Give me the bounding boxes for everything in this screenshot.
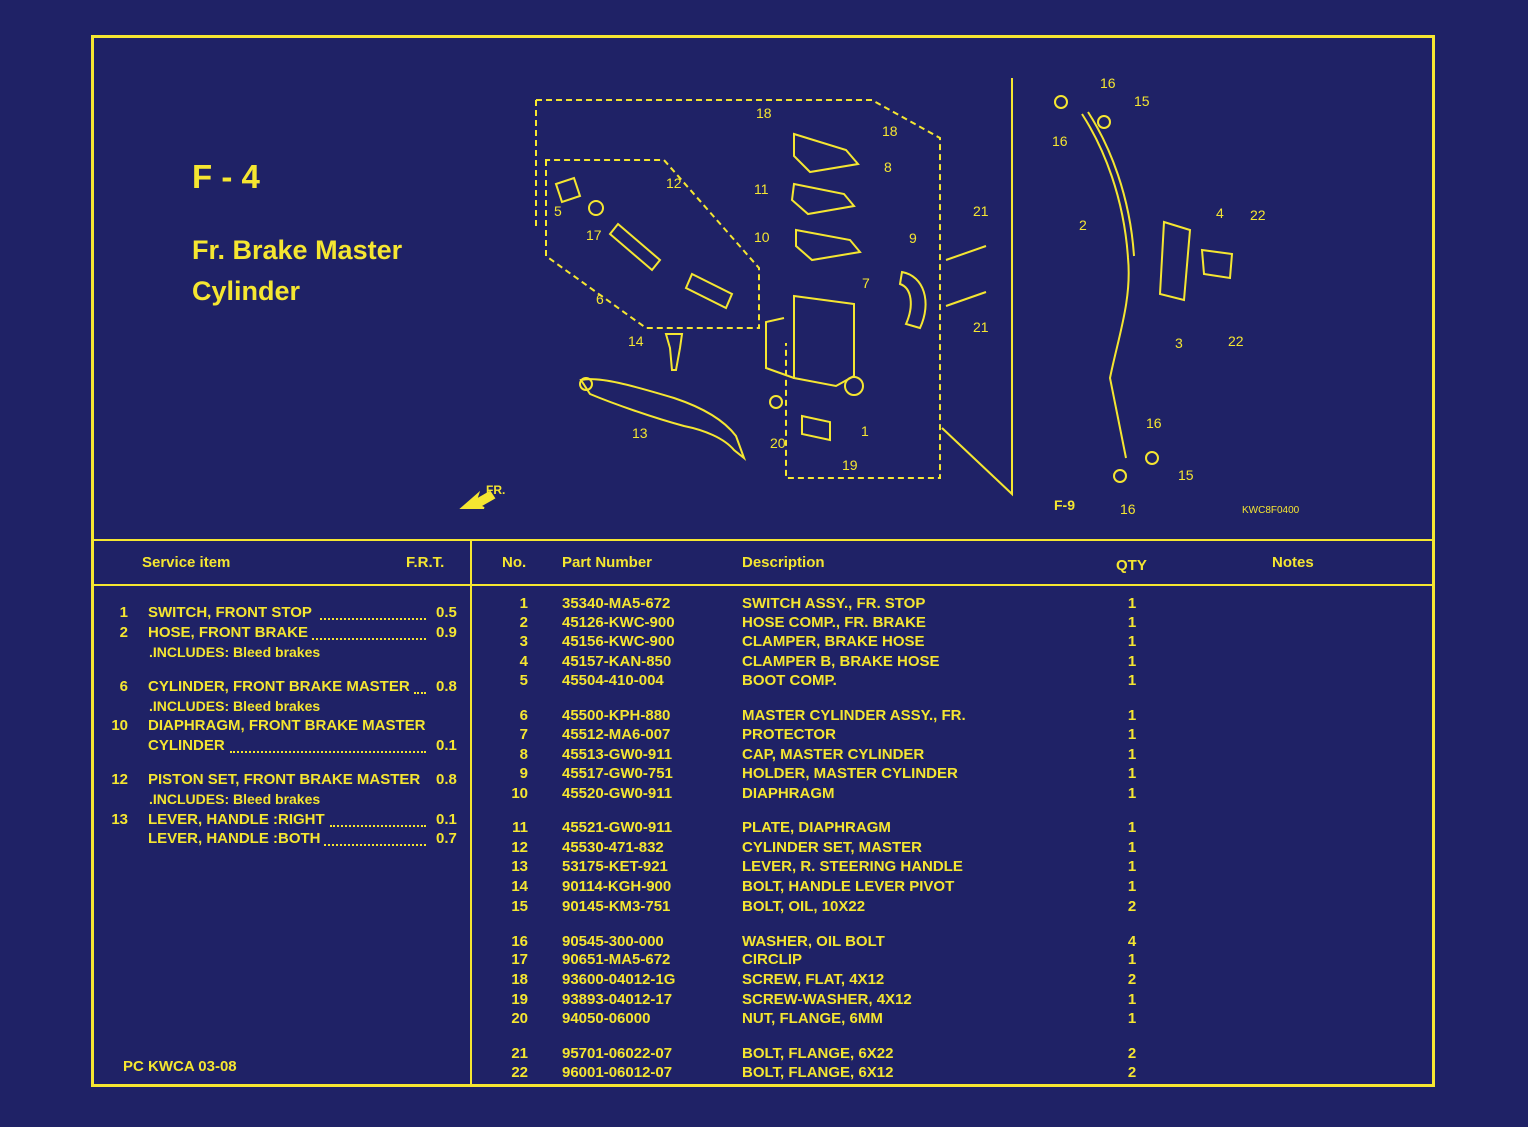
exploded-diagram <box>459 78 1234 509</box>
callout-label: 6 <box>596 291 604 307</box>
callout-label: 3 <box>1175 335 1183 351</box>
callout-label: 21 <box>973 319 989 335</box>
callout-label: 17 <box>586 227 602 243</box>
callout-label: 2 <box>1079 217 1087 233</box>
page-title: Fr. Brake Master Cylinder <box>192 235 403 306</box>
diagram-code: KWC8F0400 <box>1242 505 1300 516</box>
frt-header: F.R.T. <box>406 554 445 571</box>
diagram-ref-label: F-9 <box>1054 497 1075 513</box>
callout-label: 5 <box>554 203 562 219</box>
callout-label: 16 <box>1052 133 1068 149</box>
callout-label: 21 <box>973 203 989 219</box>
callout-label: 12 <box>666 175 682 191</box>
callout-label: 18 <box>882 123 898 139</box>
divider <box>94 584 1432 586</box>
callout-label: 10 <box>754 229 770 245</box>
description-header: Description <box>742 554 825 571</box>
service-item-includes: .INCLUDES: Bleed brakes <box>149 791 321 807</box>
callout-label: 15 <box>1178 467 1194 483</box>
callout-layer: 1 2 3 4 5 6 7 8 9 10 11 12 13 14 15 15 1… <box>486 75 1266 517</box>
divider <box>94 539 1432 541</box>
callout-label: 18 <box>756 105 772 121</box>
callout-label: 13 <box>632 425 648 441</box>
callout-label: 16 <box>1120 501 1136 517</box>
service-item-includes: .INCLUDES: Bleed brakes <box>149 698 321 714</box>
callout-label: 15 <box>1134 93 1150 109</box>
callout-label: 4 <box>1216 205 1224 221</box>
callout-label: 16 <box>1100 75 1116 91</box>
callout-label: 22 <box>1228 333 1244 349</box>
catalog-frame: F - 4 Fr. Brake Master Cylinder <box>91 35 1435 1087</box>
notes-header: Notes <box>1272 554 1314 571</box>
part-number-header: Part Number <box>562 554 653 571</box>
divider <box>470 541 472 1087</box>
callout-label: 14 <box>628 333 644 349</box>
callout-label: 11 <box>754 181 769 197</box>
callout-label: 7 <box>862 275 870 291</box>
page-code: F - 4 <box>192 158 260 195</box>
callout-label: 16 <box>1146 415 1162 431</box>
no-header: No. <box>502 554 527 571</box>
callout-label: 1 <box>861 423 869 439</box>
callout-label: 8 <box>884 159 892 175</box>
callout-label: 19 <box>842 457 858 473</box>
qty-header: QTY <box>1116 557 1147 574</box>
service-item-includes: .INCLUDES: Bleed brakes <box>149 644 321 660</box>
callout-label: 9 <box>909 230 917 246</box>
service-item-header: Service item <box>142 554 231 571</box>
front-direction-label: FR. <box>486 483 505 497</box>
catalog-page-code: PC KWCA 03-08 <box>123 1058 237 1075</box>
callout-label: 22 <box>1250 207 1266 223</box>
callout-label: 20 <box>770 435 786 451</box>
